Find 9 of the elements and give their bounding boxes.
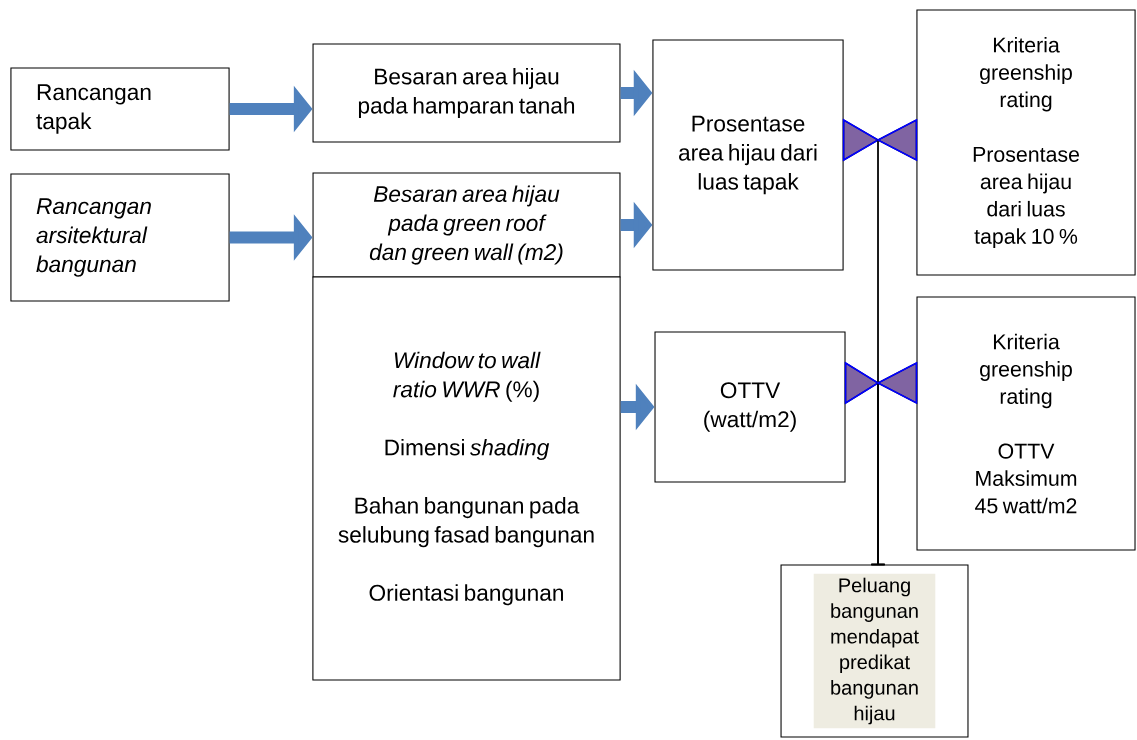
criteria-box: Kriteria greenship rating Prosentase area hijau dari luas tapak 10 %	[916, 9, 1136, 276]
process-box: Rancangan tapak	[10, 67, 230, 151]
criteria-box: Kriteria greenship rating OTTV Maksimum 45 watt/m2	[916, 296, 1136, 551]
process-box: Rancangan arsitektural bangunan	[10, 173, 230, 302]
result-box: Peluang bangunan mendapat predikat bangunan hijau	[780, 564, 969, 738]
process-box: Besaran area hijau pada green roof dan green wall (m2)	[312, 172, 621, 278]
process-box: Prosentase area hijau dari luas tapak	[652, 39, 844, 271]
process-box: OTTV (watt/m2)	[654, 331, 846, 483]
process-box: Besaran area hijau pada hamparan tanah	[312, 43, 621, 143]
